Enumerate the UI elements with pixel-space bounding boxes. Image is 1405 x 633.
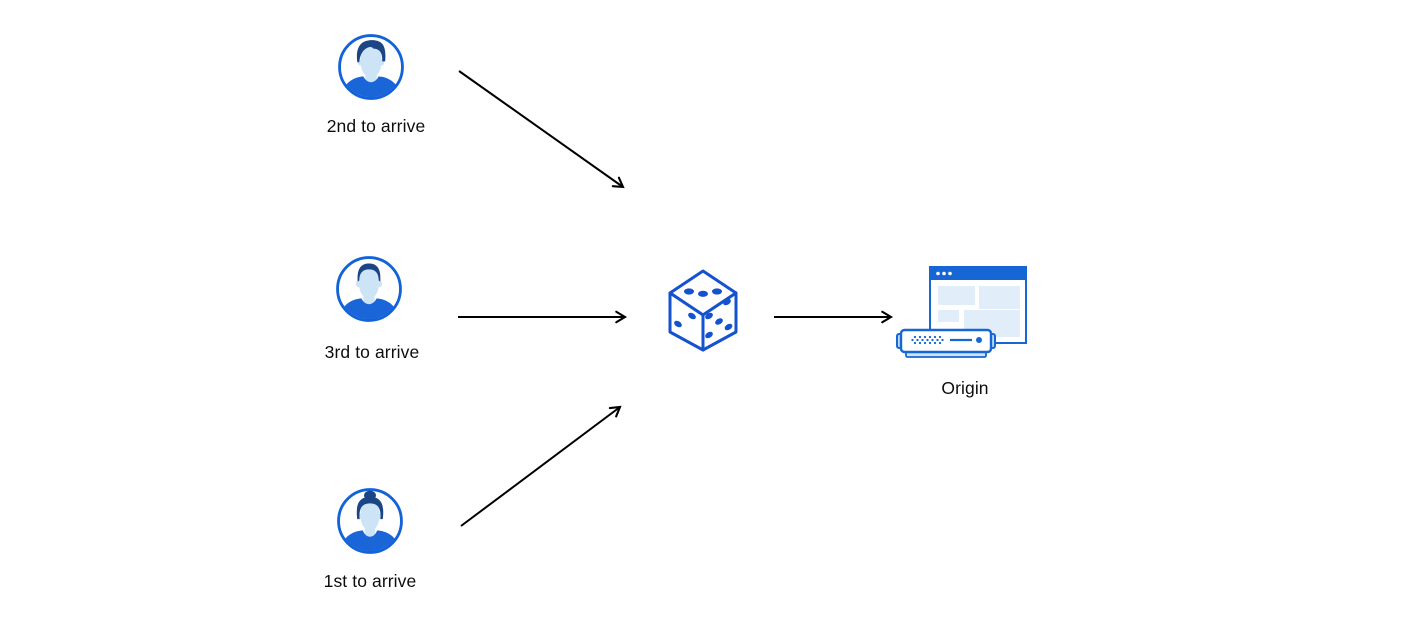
client-second-label: 2nd to arrive	[326, 116, 426, 136]
origin-label: Origin	[941, 378, 989, 398]
client-node-first	[336, 487, 404, 555]
dice-icon	[668, 269, 738, 352]
client-third-label: 3rd to arrive	[324, 342, 420, 362]
client-node-second	[337, 33, 405, 101]
arrow-second-to-dice	[458, 70, 625, 189]
arrow-first-to-dice	[460, 405, 622, 527]
avatar-man-pompadour-icon	[338, 34, 404, 100]
client-first-label: 1st to arrive	[323, 571, 417, 591]
origin-server-icon	[896, 266, 1027, 358]
avatar-man-short-hair-icon	[336, 256, 402, 322]
selector-node	[664, 266, 742, 355]
client-node-third	[335, 255, 403, 323]
origin-node	[896, 264, 1028, 364]
avatar-woman-bun-icon	[337, 488, 403, 554]
